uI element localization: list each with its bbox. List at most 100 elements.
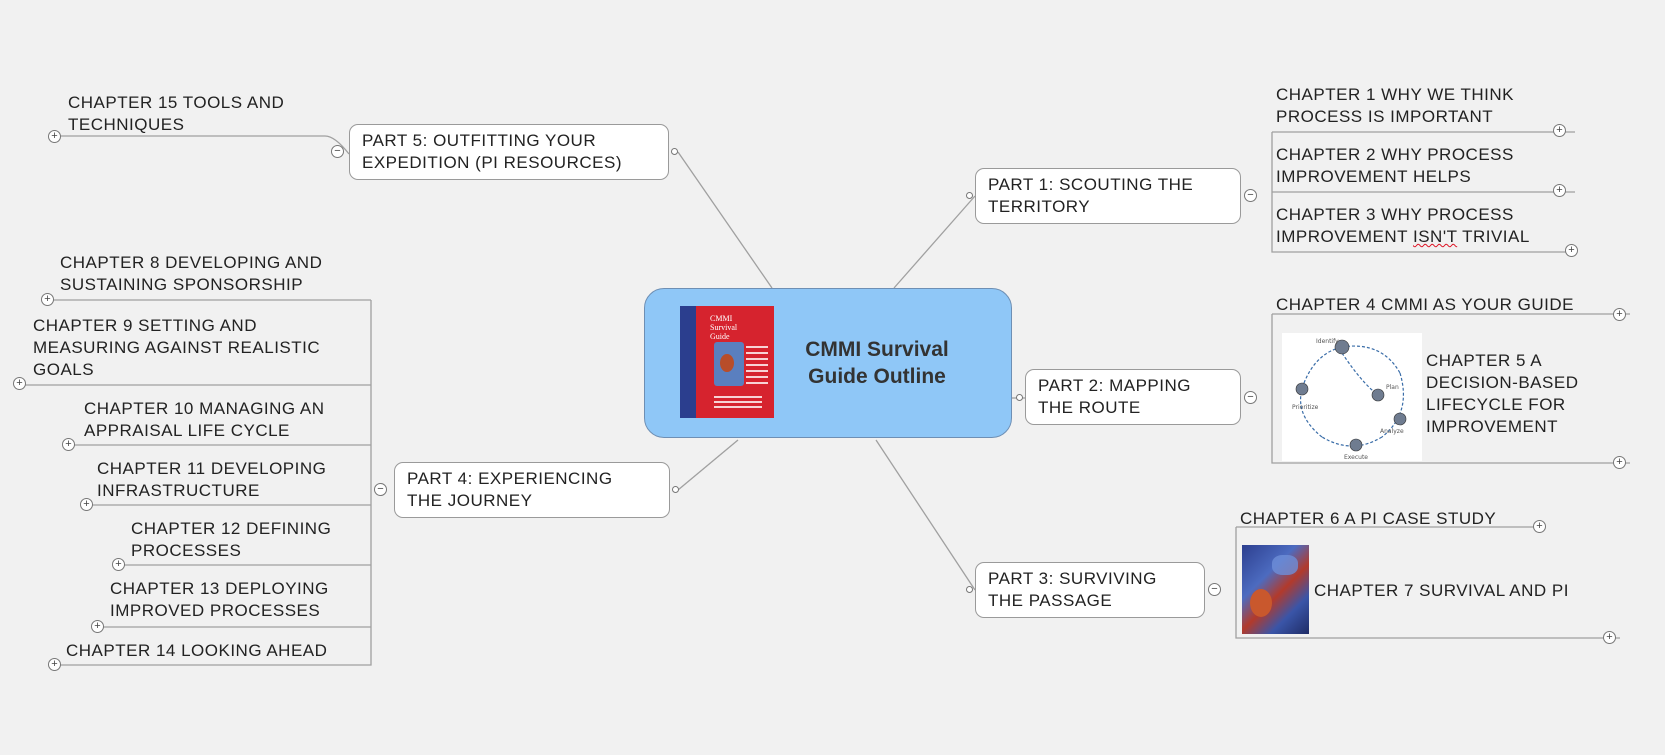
expand-toggle-icon[interactable]: + bbox=[1565, 244, 1578, 257]
part-3-line: PART 3: SURVIVING bbox=[988, 569, 1157, 588]
part-2-line: THE ROUTE bbox=[1038, 398, 1141, 417]
chapter-8-line: SUSTAINING SPONSORSHIP bbox=[60, 275, 304, 294]
part-3-line: THE PASSAGE bbox=[988, 591, 1113, 610]
chapter-6-line: CHAPTER 6 A PI CASE STUDY bbox=[1240, 509, 1497, 528]
chapter-3-topic[interactable]: CHAPTER 3 WHY PROCESS IMPROVEMENT ISN'T … bbox=[1276, 204, 1530, 248]
chapter-9-line: GOALS bbox=[33, 360, 95, 379]
lifecycle-label: Prioritize bbox=[1292, 404, 1319, 411]
lifecycle-diagram: Identify Plan Analyze Execute Prioritize bbox=[1292, 338, 1407, 461]
expand-toggle-icon[interactable]: + bbox=[13, 377, 26, 390]
part-3-topic[interactable]: PART 3: SURVIVING THE PASSAGE bbox=[975, 562, 1205, 618]
chapter-10-topic[interactable]: CHAPTER 10 MANAGING AN APPRAISAL LIFE CY… bbox=[84, 398, 325, 442]
collapse-toggle-icon[interactable]: − bbox=[1244, 189, 1257, 202]
cover-authors-text bbox=[714, 396, 762, 408]
chapter-9-line: CHAPTER 9 SETTING AND bbox=[33, 316, 257, 335]
chapter-8-line: CHAPTER 8 DEVELOPING AND bbox=[60, 253, 323, 272]
survival-image-detail bbox=[1250, 589, 1272, 617]
part-4-topic[interactable]: PART 4: EXPERIENCING THE JOURNEY bbox=[394, 462, 670, 518]
cover-spine bbox=[680, 306, 696, 418]
cover-title-line: CMMI bbox=[710, 314, 733, 323]
chapter-5-line: LIFECYCLE FOR bbox=[1426, 395, 1566, 414]
chapter-2-topic[interactable]: CHAPTER 2 WHY PROCESS IMPROVEMENT HELPS bbox=[1276, 144, 1514, 188]
expand-toggle-icon[interactable]: + bbox=[1613, 308, 1626, 321]
lifecycle-diagram-image: Identify Plan Analyze Execute Prioritize bbox=[1282, 333, 1422, 461]
chapter-13-line: CHAPTER 13 DEPLOYING bbox=[110, 579, 329, 598]
cover-title-line: Guide bbox=[710, 332, 730, 341]
central-topic-title: CMMI Survival Guide Outline bbox=[782, 336, 972, 390]
chapter-4-topic[interactable]: CHAPTER 4 CMMI AS YOUR GUIDE bbox=[1276, 294, 1574, 316]
chapter-12-line: PROCESSES bbox=[131, 541, 242, 560]
chapter-2-line: IMPROVEMENT HELPS bbox=[1276, 167, 1472, 186]
chapter-10-line: CHAPTER 10 MANAGING AN bbox=[84, 399, 325, 418]
chapter-4-line: CHAPTER 4 CMMI AS YOUR GUIDE bbox=[1276, 295, 1575, 314]
expand-toggle-icon[interactable]: + bbox=[1553, 124, 1566, 137]
chapter-11-line: INFRASTRUCTURE bbox=[97, 481, 260, 500]
expand-toggle-icon[interactable]: + bbox=[1613, 456, 1626, 469]
chapter-15-line: CHAPTER 15 TOOLS AND bbox=[68, 93, 285, 112]
chapter-12-line: CHAPTER 12 DEFINING bbox=[131, 519, 332, 538]
part-2-line: PART 2: MAPPING bbox=[1038, 376, 1191, 395]
connector-dot bbox=[966, 192, 973, 199]
lifecycle-label: Analyze bbox=[1380, 428, 1404, 435]
part-1-line: TERRITORY bbox=[988, 197, 1091, 216]
chapter-5-line: CHAPTER 5 A bbox=[1426, 351, 1543, 370]
chapter-9-line: MEASURING AGAINST REALISTIC bbox=[33, 338, 321, 357]
chapter-3-line: CHAPTER 3 WHY PROCESS bbox=[1276, 205, 1514, 224]
part-4-line: THE JOURNEY bbox=[407, 491, 533, 510]
cover-title: CMMI Survival Guide bbox=[710, 314, 737, 341]
chapter-1-topic[interactable]: CHAPTER 1 WHY WE THINK PROCESS IS IMPORT… bbox=[1276, 84, 1514, 128]
central-title-line: Guide Outline bbox=[808, 365, 946, 388]
survival-image-detail bbox=[1272, 555, 1298, 575]
chapter-3-text: IMPROVEMENT bbox=[1276, 227, 1413, 246]
chapter-11-topic[interactable]: CHAPTER 11 DEVELOPING INFRASTRUCTURE bbox=[97, 458, 326, 502]
lifecycle-label: Execute bbox=[1344, 454, 1368, 461]
expand-toggle-icon[interactable]: + bbox=[1553, 184, 1566, 197]
chapter-14-topic[interactable]: CHAPTER 14 LOOKING AHEAD bbox=[66, 640, 327, 662]
expand-toggle-icon[interactable]: + bbox=[48, 130, 61, 143]
chapter-15-topic[interactable]: CHAPTER 15 TOOLS AND TECHNIQUES bbox=[68, 92, 284, 136]
chapter-2-line: CHAPTER 2 WHY PROCESS bbox=[1276, 145, 1514, 164]
chapter-5-line: DECISION-BASED bbox=[1426, 373, 1579, 392]
cover-title-line: Survival bbox=[710, 323, 738, 332]
chapter-9-topic[interactable]: CHAPTER 9 SETTING AND MEASURING AGAINST … bbox=[33, 315, 320, 381]
chapter-6-topic[interactable]: CHAPTER 6 A PI CASE STUDY bbox=[1240, 508, 1496, 530]
chapter-1-line: PROCESS IS IMPORTANT bbox=[1276, 107, 1494, 126]
chapter-1-line: CHAPTER 1 WHY WE THINK bbox=[1276, 85, 1515, 104]
expand-toggle-icon[interactable]: + bbox=[112, 558, 125, 571]
collapse-toggle-icon[interactable]: − bbox=[374, 483, 387, 496]
part-5-topic[interactable]: PART 5: OUTFITTING YOUR EXPEDITION (PI R… bbox=[349, 124, 669, 180]
connector-dot bbox=[966, 586, 973, 593]
collapse-toggle-icon[interactable]: − bbox=[331, 145, 344, 158]
expand-toggle-icon[interactable]: + bbox=[62, 438, 75, 451]
chapter-7-topic[interactable]: CHAPTER 7 SURVIVAL AND PI bbox=[1314, 580, 1569, 602]
lifecycle-label: Plan bbox=[1386, 384, 1399, 391]
collapse-toggle-icon[interactable]: − bbox=[1244, 391, 1257, 404]
part-5-line: PART 5: OUTFITTING YOUR bbox=[362, 131, 597, 150]
chapter-15-line: TECHNIQUES bbox=[68, 115, 185, 134]
connector-dot bbox=[672, 486, 679, 493]
part-1-line: PART 1: SCOUTING THE bbox=[988, 175, 1194, 194]
chapter-13-topic[interactable]: CHAPTER 13 DEPLOYING IMPROVED PROCESSES bbox=[110, 578, 329, 622]
expand-toggle-icon[interactable]: + bbox=[80, 498, 93, 511]
cover-art-detail bbox=[720, 354, 734, 372]
connector-dot bbox=[671, 148, 678, 155]
central-title-line: CMMI Survival bbox=[805, 338, 949, 361]
expand-toggle-icon[interactable]: + bbox=[48, 658, 61, 671]
chapter-8-topic[interactable]: CHAPTER 8 DEVELOPING AND SUSTAINING SPON… bbox=[60, 252, 322, 296]
lifecycle-label: Identify bbox=[1316, 338, 1339, 345]
collapse-toggle-icon[interactable]: − bbox=[1208, 583, 1221, 596]
part-2-topic[interactable]: PART 2: MAPPING THE ROUTE bbox=[1025, 369, 1241, 425]
expand-toggle-icon[interactable]: + bbox=[41, 293, 54, 306]
part-1-topic[interactable]: PART 1: SCOUTING THE TERRITORY bbox=[975, 168, 1241, 224]
chapter-5-topic[interactable]: CHAPTER 5 A DECISION-BASED LIFECYCLE FOR… bbox=[1426, 350, 1578, 438]
chapter-12-topic[interactable]: CHAPTER 12 DEFINING PROCESSES bbox=[131, 518, 331, 562]
survival-image bbox=[1242, 545, 1309, 634]
expand-toggle-icon[interactable]: + bbox=[1533, 520, 1546, 533]
connector-dot bbox=[1016, 394, 1023, 401]
expand-toggle-icon[interactable]: + bbox=[91, 620, 104, 633]
expand-toggle-icon[interactable]: + bbox=[1603, 631, 1616, 644]
part-4-line: PART 4: EXPERIENCING bbox=[407, 469, 613, 488]
chapter-10-line: APPRAISAL LIFE CYCLE bbox=[84, 421, 290, 440]
